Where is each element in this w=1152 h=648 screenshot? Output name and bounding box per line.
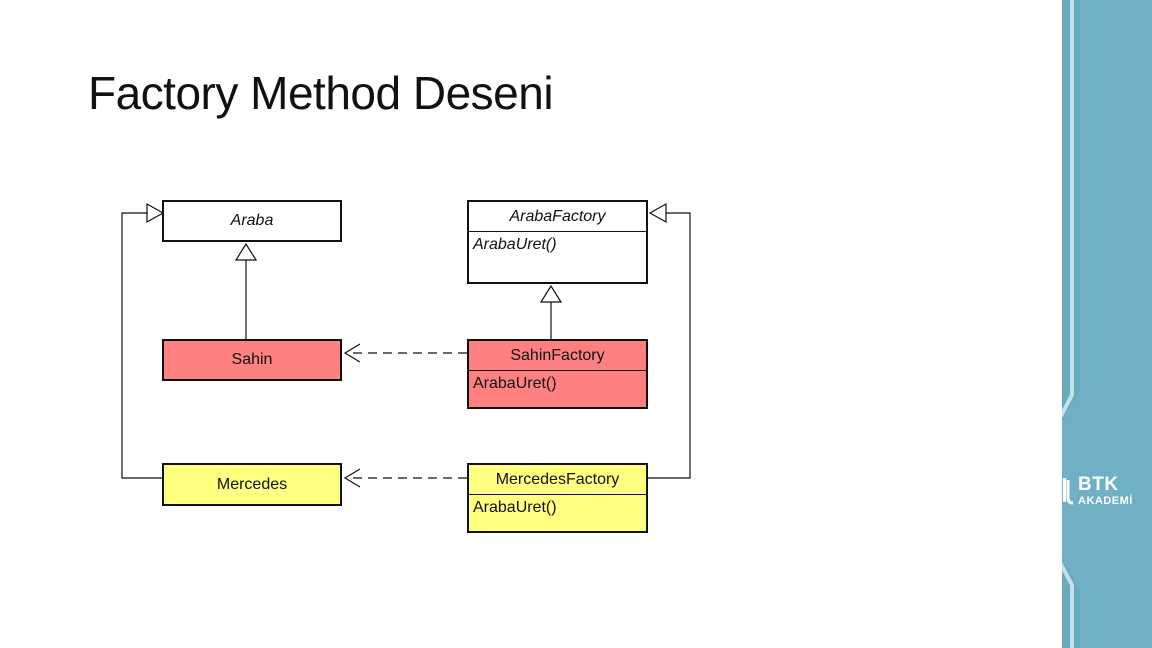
class-sahinfactory: SahinFactory ArabaUret() bbox=[467, 339, 648, 409]
btk-akademi-logo: BTK AKADEMİ bbox=[1056, 474, 1146, 514]
araba-side-arrowhead bbox=[146, 202, 165, 224]
class-sahinfactory-operation: ArabaUret() bbox=[473, 375, 557, 392]
class-arabafactory-operation: ArabaUret() bbox=[473, 236, 557, 253]
btk-bars-icon bbox=[1058, 478, 1074, 505]
class-arabafactory-name: ArabaFactory bbox=[469, 202, 646, 232]
arabafactory-inheritance-arrowhead bbox=[539, 284, 563, 303]
class-mercedesfactory-operation: ArabaUret() bbox=[473, 499, 557, 516]
araba-inheritance-arrowhead bbox=[234, 242, 258, 261]
class-mercedes: Mercedes bbox=[162, 463, 342, 506]
arabafactory-side-arrowhead bbox=[648, 202, 667, 224]
mercedesfactory-inherits-line bbox=[647, 212, 691, 479]
class-araba-name: Araba bbox=[230, 212, 274, 229]
class-mercedesfactory: MercedesFactory ArabaUret() bbox=[467, 463, 648, 533]
class-sahin-name: Sahin bbox=[231, 351, 273, 368]
sahin-dependency-arrowhead bbox=[343, 343, 361, 363]
class-araba: Araba bbox=[162, 200, 342, 242]
class-sahinfactory-name: SahinFactory bbox=[469, 341, 646, 371]
mercedes-dependency-arrowhead bbox=[343, 468, 361, 488]
logo-text-bottom: AKADEMİ bbox=[1078, 495, 1133, 507]
slide-title: Factory Method Deseni bbox=[88, 67, 554, 119]
class-mercedesfactory-name: MercedesFactory bbox=[469, 465, 646, 495]
logo-text-top: BTK bbox=[1078, 474, 1119, 495]
brand-side-panel bbox=[1062, 0, 1152, 648]
mercedes-inherits-araba-line bbox=[121, 212, 163, 479]
class-mercedes-name: Mercedes bbox=[216, 475, 288, 493]
class-arabafactory: ArabaFactory ArabaUret() bbox=[467, 200, 648, 284]
class-sahin: Sahin bbox=[162, 339, 342, 381]
